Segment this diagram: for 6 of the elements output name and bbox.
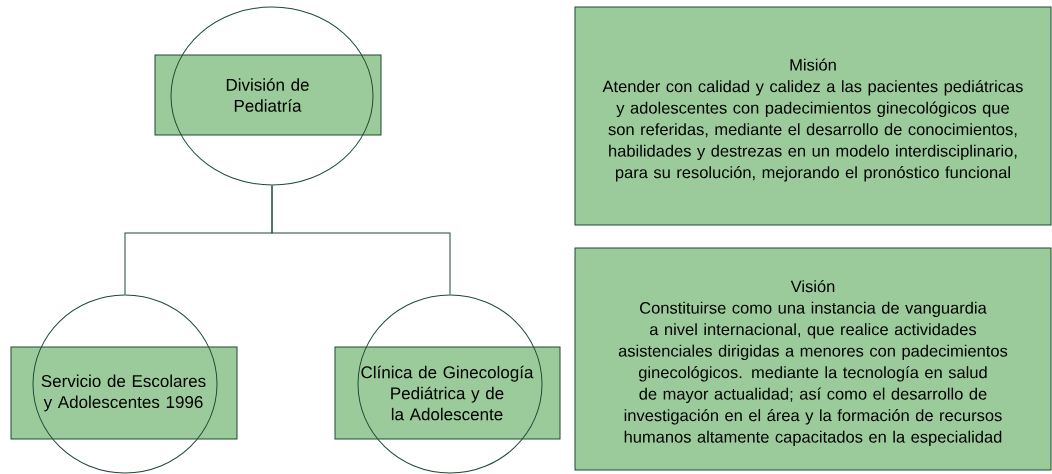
org-box: División de Pediatría — [154, 6, 382, 186]
org-box: Clínica de Ginecología Pediátrica y de la Adolescente — [334, 294, 561, 474]
text-card: Visión Constituirse como una instancia de vanguardia a nivel internacional, que realice actividades asistenciales dirigidas a menores con padecimientos ginecológicos. mediante la tecnología en salud de mayor actualidad; así como el desarrollo de investigación en el área y la formación de recursos humanos altamente capacitados en la especialidad — [574, 247, 1052, 471]
text-card: Misión Atender con calidad y calidez a las pacientes pediátricas y adolescentes con padecimientos ginecológicos que son referidas, mediante el desarrollo de conocimientos, habilidades y destrezas en un modelo interdisciplinario, para su resolución, mejorando el pronóstico funcional — [574, 6, 1052, 226]
org-box: Servicio de Escolares y Adolescentes 1996 — [10, 294, 238, 474]
connector-line — [124, 185, 451, 295]
